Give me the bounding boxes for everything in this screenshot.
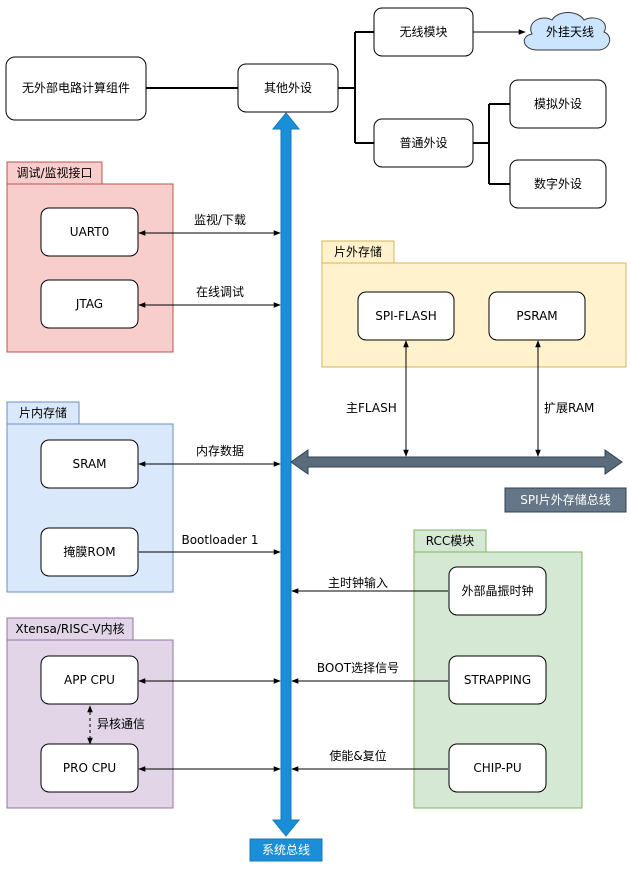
- edge-label-boot-select: BOOT选择信号: [316, 661, 400, 675]
- edge-label-extended-ram: 扩展RAM: [544, 401, 595, 415]
- node-external-antenna: 外挂天线: [545, 25, 594, 39]
- node-strapping: STRAPPING: [463, 673, 532, 687]
- node-uart0-box: [40, 207, 139, 257]
- spi-bus-label: SPI片外存储总线: [520, 493, 611, 507]
- node-strapping-box: [448, 655, 547, 705]
- node-pro-cpu: PRO CPU: [62, 761, 117, 775]
- spi-bus-arrow: [290, 449, 623, 475]
- spi-bus-label-box: [504, 487, 627, 513]
- system-bus-arrow: [271, 112, 301, 837]
- node-common-peripherals-box: [373, 118, 474, 168]
- node-wireless-module: 无线模块: [399, 25, 448, 39]
- node-uart0: UART0: [69, 225, 110, 239]
- edge-label-monitor-download: 监视/下载: [193, 213, 247, 227]
- group-title-debug-interface: 调试/监视接口: [16, 166, 93, 180]
- node-analog-peripherals: 模拟外设: [533, 97, 582, 111]
- node-mask-rom: 掩膜ROM: [63, 545, 116, 559]
- node-spi-flash-box: [357, 291, 455, 341]
- edge-label-enable-reset: 使能&复位: [329, 749, 387, 763]
- node-common-peripherals: 普通外设: [399, 136, 448, 150]
- node-app-cpu-box: [40, 655, 139, 705]
- edge-label-main-flash: 主FLASH: [346, 401, 397, 415]
- node-pro-cpu-box: [40, 743, 139, 793]
- node-ext-crystal-clock-box: [448, 566, 547, 616]
- system-bus-label-box: [249, 838, 323, 862]
- node-digital-peripherals-box: [509, 159, 607, 209]
- node-no-external-compute: 无外部电路计算组件: [21, 81, 130, 95]
- node-psram-box: [488, 291, 586, 341]
- node-other-peripherals-box: [237, 63, 339, 113]
- node-ext-crystal-clock: 外部晶振时钟: [461, 584, 534, 598]
- node-jtag-box: [40, 279, 139, 329]
- node-spi-flash: SPI-FLASH: [375, 309, 437, 323]
- group-title-offchip-storage: 片外存储: [333, 245, 382, 259]
- node-digital-peripherals: 数字外设: [533, 177, 582, 191]
- node-app-cpu: APP CPU: [64, 673, 115, 687]
- node-wireless-module-box: [373, 7, 474, 57]
- node-analog-peripherals-box: [509, 79, 607, 129]
- edge-label-memory-data: 内存数据: [195, 444, 244, 458]
- thin-connectors: [87, 230, 541, 772]
- node-chip-pu: CHIP-PU: [473, 761, 522, 775]
- edge-label-main-clock-input: 主时钟输入: [327, 576, 388, 590]
- node-sram: SRAM: [72, 457, 107, 471]
- node-psram: PSRAM: [516, 309, 558, 323]
- cloud-shape: [523, 12, 611, 51]
- edge-label-online-debug: 在线调试: [195, 285, 244, 299]
- node-no-external-compute-box: [5, 56, 147, 121]
- edge-label-inter-core-comm: 异核通信: [97, 717, 146, 731]
- node-other-peripherals: 其他外设: [263, 81, 312, 95]
- group-title-rcc-module: RCC模块: [425, 534, 475, 548]
- system-bus-label: 系统总线: [261, 843, 310, 857]
- group-title-onchip-storage: 片内存储: [18, 406, 67, 420]
- edge-label-bootloader: Bootloader 1: [181, 533, 259, 547]
- node-chip-pu-box: [448, 743, 547, 793]
- group-title-cpu-core: Xtensa/RISC-V内核: [15, 622, 125, 636]
- node-sram-box: [40, 439, 139, 489]
- node-mask-rom-box: [40, 527, 139, 577]
- tree-connectors: [146, 31, 510, 185]
- node-jtag: JTAG: [75, 297, 104, 311]
